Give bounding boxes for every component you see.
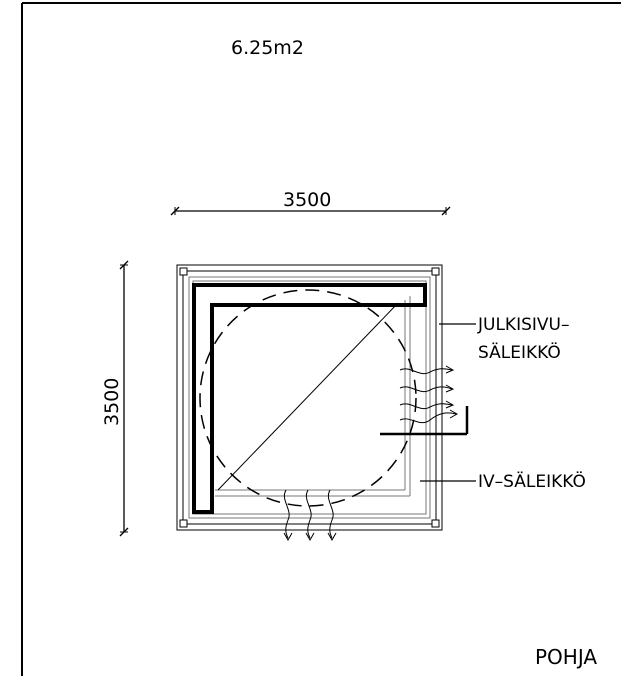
downward-airflow-arrows: [283, 489, 337, 542]
leader-lines: [420, 323, 476, 482]
heater-symbol: [380, 406, 469, 436]
view-name-label: POHJA: [535, 645, 597, 669]
facade-vent-label-line1: JULKISIVU–: [477, 315, 569, 335]
corner-post-tl: [179, 267, 188, 276]
height-dimension: 3500: [101, 260, 129, 537]
inner-partition-lines: [215, 296, 411, 497]
width-dimension-label: 3500: [283, 189, 331, 211]
height-dimension-label: 3500: [101, 378, 123, 426]
facade-vent-label-line2: SÄLEIKKÖ: [478, 341, 561, 363]
sheet-frame: [21, 2, 621, 676]
dashed-turning-circle: [199, 289, 417, 507]
area-label: 6.25m2: [231, 37, 304, 59]
width-dimension: 3500: [170, 189, 451, 216]
facade-airflow-arrows: [399, 365, 459, 424]
corner-post-bl: [179, 519, 188, 528]
diagonal-line: [217, 302, 399, 491]
l-shaped-bench: [192, 283, 427, 514]
corner-post-tr: [431, 267, 440, 276]
iv-vent-label: IV–SÄLEIKKÖ: [478, 470, 586, 492]
corner-post-br: [431, 519, 440, 528]
room-walls: [176, 264, 443, 531]
